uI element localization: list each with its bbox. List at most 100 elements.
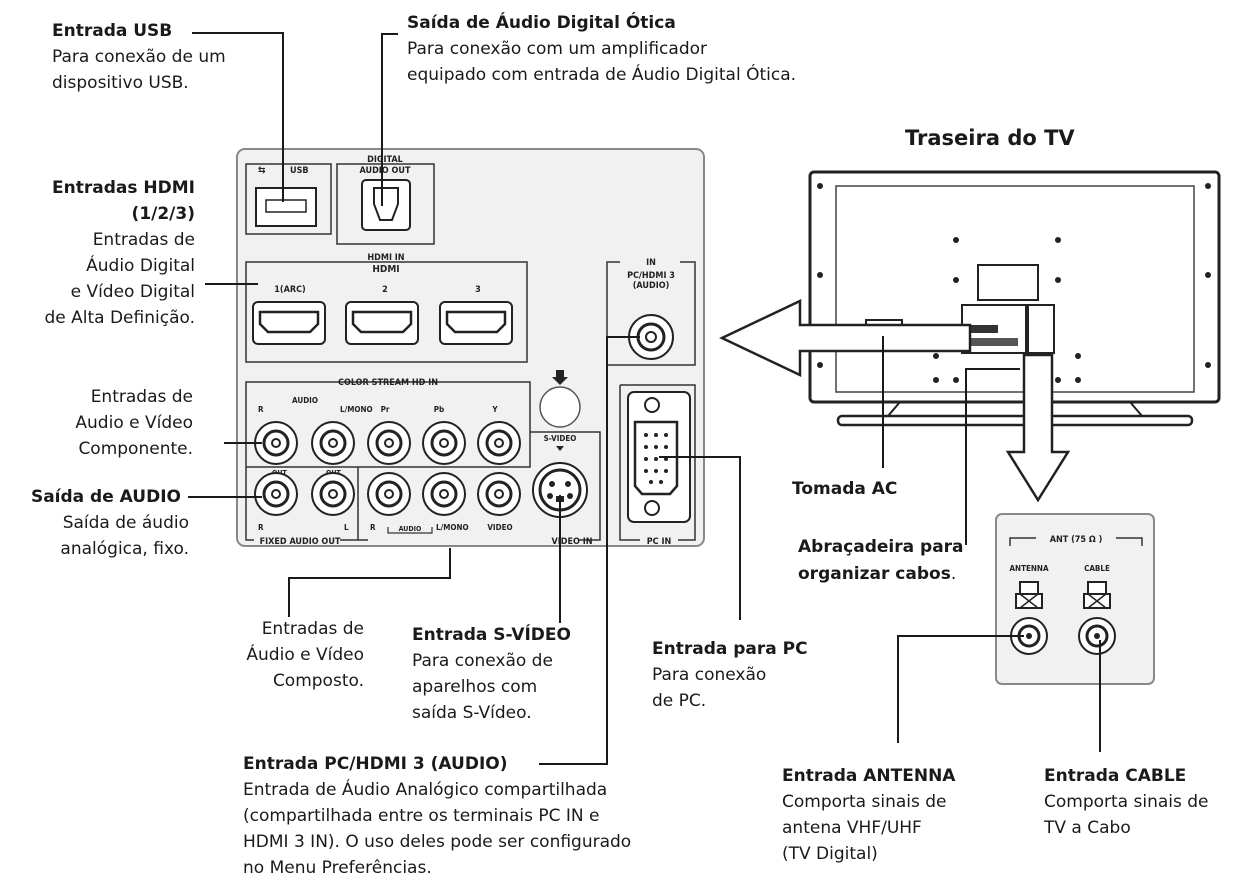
antenna-desc-3: (TV Digital) xyxy=(782,844,878,864)
pc-desc-1: Para conexão xyxy=(652,665,767,685)
hdmi-title-1: Entradas HDMI xyxy=(52,178,195,198)
svg-text:COLOR STREAM HD IN: COLOR STREAM HD IN xyxy=(338,378,438,388)
panel-usb-label: USB xyxy=(290,166,309,176)
composite-section: R AUDIO L/MONO VIDEO VIDEO IN xyxy=(358,472,593,547)
hdmi-desc-1: Entradas de xyxy=(92,230,195,250)
pc-hdmi-audio-desc-3: HDMI 3 IN). O uso deles pode ser configu… xyxy=(243,832,632,852)
svg-text:2: 2 xyxy=(382,285,388,295)
optical-desc-2: equipado com entrada de Áudio Digital Ót… xyxy=(407,65,797,85)
svg-text:PC IN: PC IN xyxy=(647,537,672,547)
svideo-port xyxy=(532,462,588,518)
arrow-left-icon xyxy=(719,299,972,377)
hdmi-desc-4: de Alta Definição. xyxy=(44,308,195,328)
svg-text:R: R xyxy=(258,405,264,414)
svg-text:S-VIDEO: S-VIDEO xyxy=(544,434,577,443)
svg-text:R: R xyxy=(370,523,376,532)
svg-text:IN: IN xyxy=(646,258,656,268)
usb-port-section: ⇆ USB xyxy=(245,163,332,235)
audio-out-title: Saída de AUDIO xyxy=(30,487,181,507)
pc-hdmi-audio-desc-4: no Menu Preferências. xyxy=(243,858,432,878)
antenna-desc-1: Comporta sinais de xyxy=(782,792,947,812)
svg-text:AUDIO: AUDIO xyxy=(292,396,318,405)
hdmi-logo-icon: HDMI xyxy=(372,264,399,275)
composite-desc-2: Áudio e Vídeo xyxy=(246,645,364,665)
svg-text:AUDIO: AUDIO xyxy=(399,525,422,533)
component-jacks xyxy=(254,421,521,465)
pc-desc-2: de PC. xyxy=(652,691,707,711)
leader-lines xyxy=(188,32,1101,765)
fixed-audio-out-section: OUT OUT R L FIXED AUDIO OUT xyxy=(245,467,359,547)
clamp-title-1: Abraçadeira para xyxy=(798,537,964,557)
usb-desc-2: dispositivo USB. xyxy=(52,73,189,93)
screw-icon xyxy=(539,370,581,428)
svg-text:Pb: Pb xyxy=(434,405,444,414)
svg-text:AUDIO OUT: AUDIO OUT xyxy=(360,166,411,176)
hdmi-port-1 xyxy=(252,301,326,345)
usb-desc-1: Para conexão de um xyxy=(52,47,226,67)
svg-text:FIXED AUDIO OUT: FIXED AUDIO OUT xyxy=(260,537,341,547)
antenna-desc-2: antena VHF/UHF xyxy=(782,818,922,838)
pc-hdmi-audio-desc-1: Entrada de Áudio Analógico compartilhada xyxy=(243,780,608,800)
svg-text:VIDEO IN: VIDEO IN xyxy=(551,537,592,547)
svg-text:L/MONO: L/MONO xyxy=(436,523,469,532)
usb-symbol-icon: ⇆ xyxy=(258,165,266,176)
hdmi-desc-2: Áudio Digital xyxy=(86,256,195,276)
audio-out-desc-1: Saída de áudio xyxy=(62,513,189,533)
tv-back-illustration xyxy=(719,170,1221,503)
clamp-title-2: organizar cabos. xyxy=(798,564,957,584)
component-desc-2: Audio e Vídeo xyxy=(75,413,193,433)
svg-text:1(ARC): 1(ARC) xyxy=(274,285,305,295)
svideo-desc-1: Para conexão de xyxy=(412,651,553,671)
ac-title: Tomada AC xyxy=(792,479,898,499)
composite-desc-3: Composto. xyxy=(272,671,364,691)
cable-connector-icon xyxy=(1078,581,1116,655)
optical-title: Saída de Áudio Digital Ótica xyxy=(407,13,676,33)
svideo-title: Entrada S-VÍDEO xyxy=(412,625,571,645)
tv-back-title: Traseira do TV xyxy=(905,126,1075,150)
antenna-title: Entrada ANTENNA xyxy=(782,766,956,786)
usb-title: Entrada USB xyxy=(52,21,173,41)
svg-text:CABLE: CABLE xyxy=(1084,564,1110,573)
svg-text:Pr: Pr xyxy=(381,405,390,414)
vga-port xyxy=(627,391,691,523)
pc-hdmi-audio-desc-2: (compartilhada entre os terminais PC IN … xyxy=(243,806,600,826)
composite-jacks xyxy=(367,472,521,516)
pc-hdmi-audio-title: Entrada PC/HDMI 3 (AUDIO) xyxy=(243,754,508,774)
svg-text:PC/HDMI 3: PC/HDMI 3 xyxy=(627,271,675,281)
cable-title: Entrada CABLE xyxy=(1044,766,1187,786)
connector-panel: ⇆ USB DIGITAL AUDIO OUT HDMI IN HDMI 1(A… xyxy=(236,148,705,547)
svg-text:DIGITAL: DIGITAL xyxy=(367,155,403,165)
svg-text:HDMI IN: HDMI IN xyxy=(367,253,404,263)
svg-text:R: R xyxy=(258,523,264,532)
pc-in-section: PC IN xyxy=(619,384,696,547)
svg-text:ANT (75 Ω ): ANT (75 Ω ) xyxy=(1050,535,1103,545)
svideo-desc-3: saída S-Vídeo. xyxy=(412,703,532,723)
svg-text:(AUDIO): (AUDIO) xyxy=(633,281,670,291)
svideo-desc-2: aparelhos com xyxy=(412,677,538,697)
pc-title: Entrada para PC xyxy=(652,639,808,659)
arrow-down-icon xyxy=(1005,353,1071,503)
hdmi-port-2 xyxy=(345,301,419,345)
antenna-panel: ANT (75 Ω ) ANTENNA CABLE xyxy=(995,513,1155,685)
cable-desc-1: Comporta sinais de xyxy=(1044,792,1209,812)
hdmi-port-section: HDMI IN HDMI 1(ARC) 2 3 xyxy=(245,253,528,363)
antenna-connector-icon xyxy=(1010,581,1048,655)
composite-desc-1: Entradas de xyxy=(261,619,364,639)
optical-port-section: DIGITAL AUDIO OUT xyxy=(336,155,435,245)
hdmi-desc-3: e Vídeo Digital xyxy=(70,282,195,302)
svg-text:L: L xyxy=(344,523,349,532)
cable-desc-2: TV a Cabo xyxy=(1044,818,1131,838)
svg-text:Y: Y xyxy=(491,405,498,414)
svideo-section: S-VIDEO xyxy=(530,431,601,541)
svg-text:L/MONO: L/MONO xyxy=(340,405,373,414)
component-desc-1: Entradas de xyxy=(90,387,193,407)
audio-out-desc-2: analógica, fixo. xyxy=(60,539,189,559)
component-desc-3: Componente. xyxy=(78,439,193,459)
svg-text:3: 3 xyxy=(475,285,481,295)
fixed-audio-jacks xyxy=(254,472,355,516)
hdmi-title-2: (1/2/3) xyxy=(131,204,195,224)
svg-text:ANTENNA: ANTENNA xyxy=(1009,564,1048,573)
optical-desc-1: Para conexão com um amplificador xyxy=(407,39,707,59)
hdmi-port-3 xyxy=(439,301,513,345)
